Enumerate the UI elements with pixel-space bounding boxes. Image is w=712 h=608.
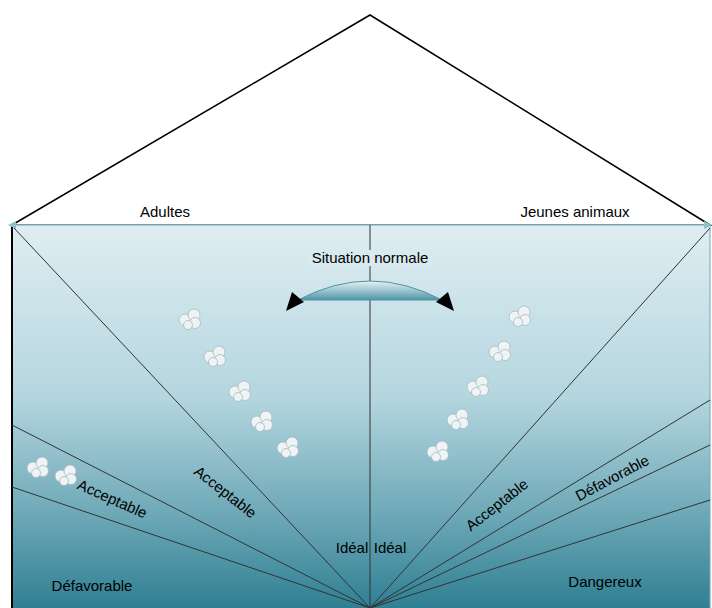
group-heading: Adultes <box>137 204 193 221</box>
zone-label: Acceptable <box>75 476 150 521</box>
arrow-head <box>286 292 304 311</box>
roof <box>12 15 710 225</box>
arrow-head <box>436 292 454 311</box>
wall <box>710 225 711 608</box>
range-label: Situation normale <box>309 250 432 267</box>
zone-label: Défavorable <box>52 578 133 595</box>
zone-label: Dangereux <box>568 574 641 591</box>
air-clouds <box>27 306 531 486</box>
zone-label: Acceptable <box>463 476 532 535</box>
wall <box>11 225 13 608</box>
zone-lines <box>12 225 710 608</box>
zone-label: Idéal <box>336 540 369 557</box>
arrow-head <box>704 221 712 229</box>
group-heading: Jeunes animaux <box>517 204 632 221</box>
house-body <box>12 225 710 608</box>
zone-label: Acceptable <box>191 463 260 522</box>
zone-label: Défavorable <box>572 452 651 505</box>
zone-label: Idéal <box>374 540 407 557</box>
ceiling <box>12 224 710 226</box>
arrow-head <box>8 221 16 229</box>
normal-range-dome <box>298 281 442 300</box>
